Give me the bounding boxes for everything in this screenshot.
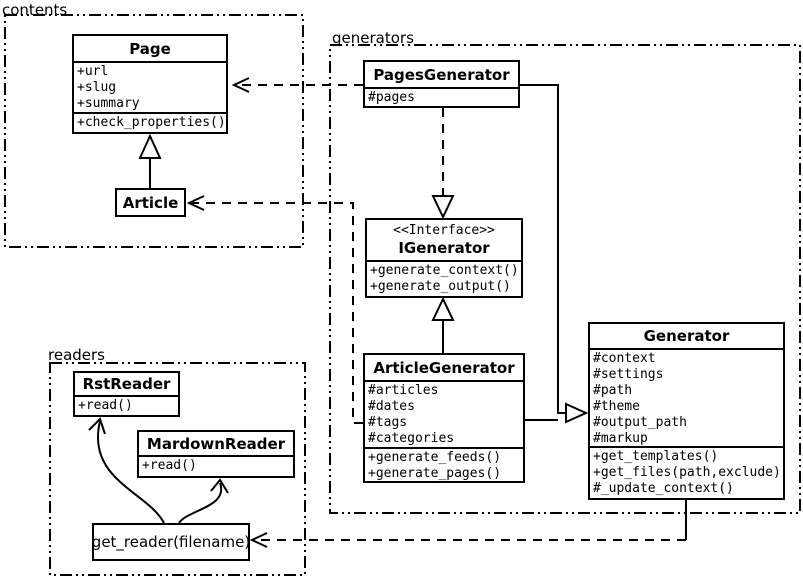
class-mardownreader: MardownReader +read()	[137, 430, 295, 478]
arrow-pagesgenerator-to-page-head-icon	[231, 77, 250, 93]
class-articlegenerator-title: ArticleGenerator	[365, 355, 523, 382]
member: #markup	[593, 431, 648, 446]
member: +read()	[142, 458, 197, 473]
member: #_update_context()	[593, 481, 734, 496]
class-generator-methods: +get_templates() +get_files(path,exclude…	[590, 448, 783, 498]
arrow-getreader-to-rstreader-head-icon	[88, 417, 106, 435]
class-article-title: Article	[122, 193, 179, 212]
class-rstreader: RstReader +read()	[73, 371, 180, 417]
package-label-readers: readers	[48, 346, 105, 364]
member: #path	[593, 383, 633, 398]
member: #settings	[593, 367, 664, 382]
class-mardownreader-title: MardownReader	[139, 432, 293, 457]
node-get-reader: get_reader(filename)	[92, 523, 250, 561]
arrow-article-to-page-triangle-icon	[138, 133, 162, 159]
arrow-getreader-to-mardownreader-head-icon	[210, 478, 229, 494]
arrow-getreader-to-mardownreader-line	[178, 482, 223, 524]
member: +url	[77, 64, 109, 79]
class-igenerator: <<Interface>> IGenerator +generate_conte…	[365, 218, 523, 298]
package-label-contents: contents	[2, 1, 68, 19]
class-articlegenerator-attributes: #articles #dates #tags #categories	[365, 382, 523, 449]
class-rstreader-title: RstReader	[75, 373, 178, 397]
class-generator-title: Generator	[590, 324, 783, 350]
class-pagesgenerator: PagesGenerator #pages	[363, 60, 520, 108]
class-generator: Generator #context #settings #path #them…	[588, 322, 785, 500]
class-pagesgenerator-attributes: #pages	[365, 89, 518, 106]
arrow-articlegenerator-to-igenerator-triangle-icon	[431, 296, 455, 321]
member: +read()	[78, 398, 133, 413]
member: +slug	[77, 80, 117, 95]
member: +generate_output()	[370, 279, 511, 294]
class-generator-attributes: #context #settings #path #theme #output_…	[590, 350, 783, 448]
arrow-articlegenerator-to-article-line	[192, 202, 363, 424]
member: #theme	[593, 399, 640, 414]
member: #categories	[368, 431, 455, 446]
class-article: Article	[115, 188, 186, 217]
class-page: Page +url +slug +summary +check_properti…	[72, 34, 228, 134]
member: #tags	[368, 415, 408, 430]
arrow-pagesgenerator-to-generator-line	[520, 84, 566, 414]
member: #context	[593, 351, 656, 366]
package-contents-border	[4, 14, 304, 248]
class-mardownreader-methods: +read()	[139, 457, 293, 476]
arrow-pagesgenerator-to-igenerator-triangle-icon	[431, 195, 455, 220]
member: +check_properties()	[77, 115, 226, 130]
arrow-articlegenerator-to-article-head-icon	[186, 195, 205, 211]
class-rstreader-methods: +read()	[75, 397, 178, 415]
member: #output_path	[593, 415, 687, 430]
class-page-methods: +check_properties()	[74, 114, 226, 132]
class-igenerator-title: IGenerator	[398, 239, 490, 257]
class-articlegenerator: ArticleGenerator #articles #dates #tags …	[363, 353, 525, 483]
arrow-getreader-to-rstreader-line	[97, 420, 165, 524]
class-igenerator-header: <<Interface>> IGenerator	[367, 220, 521, 262]
member: +get_templates()	[593, 449, 719, 464]
class-igenerator-methods: +generate_context() +generate_output()	[367, 262, 521, 296]
class-igenerator-stereotype: <<Interface>>	[393, 223, 495, 238]
package-generators-border	[329, 44, 801, 514]
member: +generate_feeds()	[368, 450, 502, 465]
member: +generate_pages()	[368, 466, 502, 481]
class-pagesgenerator-title: PagesGenerator	[365, 62, 518, 89]
member: #pages	[368, 90, 415, 105]
class-page-attributes: +url +slug +summary	[74, 63, 226, 114]
package-readers-border	[49, 362, 306, 576]
member: +summary	[77, 96, 140, 111]
member: +generate_context()	[370, 263, 519, 278]
class-page-title: Page	[74, 36, 226, 63]
member: #dates	[368, 399, 415, 414]
arrow-to-generator-triangle-icon	[565, 402, 589, 424]
member: #articles	[368, 383, 439, 398]
member: +get_files(path,exclude)	[593, 465, 781, 480]
arrow-generator-to-getreader-head-icon	[249, 532, 268, 548]
class-articlegenerator-methods: +generate_feeds() +generate_pages()	[365, 449, 523, 481]
package-label-generators: generators	[332, 29, 414, 47]
